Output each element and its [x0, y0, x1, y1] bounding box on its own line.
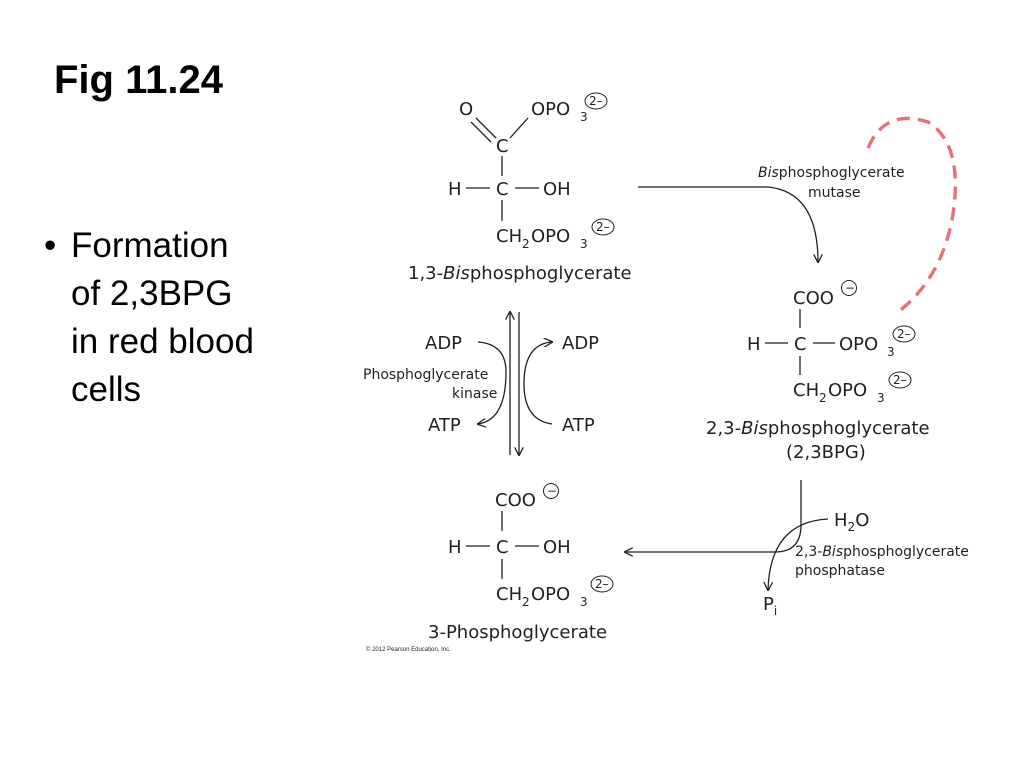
carbon-2: C	[794, 334, 807, 355]
enzyme-phosphatase-line1: 2,3-Bisphosphoglycerate	[795, 544, 969, 560]
phosphate-bottom: OPO	[531, 226, 570, 247]
charge-circle	[841, 280, 857, 296]
carbon-2: C	[496, 537, 509, 558]
hydrogen: H	[747, 334, 761, 355]
svg-text:Bisphosphoglycerate: Bisphosphoglycerate	[758, 165, 905, 181]
bond-c1-phosphate	[509, 117, 529, 139]
phosphate-bottom-sub: 3	[580, 237, 588, 251]
ch2-label: CH	[496, 584, 522, 605]
carbon-1: C	[496, 136, 509, 157]
svg-text:mutase: mutase	[808, 185, 861, 201]
enzyme-kinase-line2: kinase	[452, 386, 497, 402]
charge-label: 2–	[589, 94, 603, 108]
charge-circle	[590, 575, 614, 593]
right-cofactor-curve	[523, 342, 552, 425]
charge-label: 2–	[893, 373, 907, 387]
left-cofactor-curve	[478, 341, 507, 424]
bullet-line-3: in red blood	[71, 322, 254, 361]
inhibition-dashed-arrow	[866, 116, 958, 314]
copyright-notice: © 2012 Pearson Education, Inc.	[366, 647, 451, 653]
phosphatase-reaction: H2O Pi 2,3-Bisphosphoglycerate phosphata…	[625, 480, 969, 618]
slide-title: Fig 11.24	[54, 58, 223, 102]
phosphatase-arrow	[625, 480, 802, 552]
phosphate-top-sub: 3	[580, 110, 588, 124]
enzyme-kinase-line1: Phosphoglycerate	[363, 367, 488, 383]
bullet-line-2: of 2,3BPG	[71, 274, 233, 313]
charge-circle	[892, 325, 916, 343]
phosphate-top: OPO	[531, 99, 570, 120]
hydroxyl: OH	[543, 179, 571, 200]
atp-right: ATP	[562, 415, 595, 436]
carboxylate: COO	[793, 288, 834, 309]
compound-name: 3-Phosphoglycerate	[428, 622, 607, 643]
water-phosphate-curve	[768, 518, 829, 590]
charge-circle	[888, 371, 912, 389]
double-bond-b	[470, 121, 492, 143]
charge-label: 2–	[596, 220, 610, 234]
phosphate-mid: OPO	[839, 334, 878, 355]
charge-label: 2–	[897, 327, 911, 341]
carboxylate: COO	[495, 490, 536, 511]
atp-left: ATP	[428, 415, 461, 436]
hydrogen: H	[448, 537, 462, 558]
charge-circle	[584, 92, 608, 110]
compound-name: 1,3-Bisphosphoglycerate	[408, 263, 632, 284]
charge-circle	[543, 483, 559, 499]
ch2-sub: 2	[522, 595, 530, 609]
phosphate-bottom: OPO	[828, 380, 867, 401]
bullet-line-1: Formation	[71, 226, 229, 265]
compound-abbrev: (2,3BPG)	[786, 442, 866, 463]
bullet-line-4: cells	[71, 370, 142, 409]
phosphate-bottom-sub: 3	[580, 595, 588, 609]
enzyme-phosphatase-line2: phosphatase	[795, 563, 885, 579]
adp-right: ADP	[562, 333, 599, 354]
ch2-sub: 2	[819, 391, 827, 405]
compound-name: 2,3-Bisphosphoglycerate	[706, 418, 930, 439]
phosphate-bottom: OPO	[531, 584, 570, 605]
charge-label: 2–	[595, 577, 609, 591]
bullet-symbol: •	[44, 226, 57, 265]
compound-3-phosphoglycerate: COO − H C OH CH 2 OPO 3 2– 3-Phosphoglyc…	[428, 483, 614, 643]
phosphate-bottom-sub: 3	[877, 391, 885, 405]
mutase-arrow	[638, 186, 818, 262]
kinase-reaction: ADP ADP ATP ATP Phosphoglycerate kinase	[363, 312, 599, 455]
enzyme-mutase-label: Bisphosphoglycerate mutase	[758, 165, 905, 201]
double-bond-a	[475, 117, 497, 139]
carbonyl-oxygen: O	[459, 99, 473, 120]
bullet-item: • Formation of 2,3BPG in red blood cells	[44, 222, 304, 414]
charge-label: −	[845, 281, 855, 295]
phosphate-mid-sub: 3	[887, 345, 895, 359]
charge-label: −	[547, 484, 557, 498]
compound-1-3-bisphosphoglycerate: O OPO 3 2– C H C OH CH 2 OPO 3 2– 1,3-Bi…	[408, 92, 632, 284]
carbon-2: C	[496, 179, 509, 200]
water-label: H2O	[834, 510, 869, 534]
compound-2-3-bisphosphoglycerate: COO − H C OPO 3 2– CH 2 OPO 3 2– 2,3-Bis…	[706, 280, 930, 463]
charge-circle	[591, 218, 615, 236]
adp-left: ADP	[425, 333, 462, 354]
hydroxyl: OH	[543, 537, 571, 558]
ch2-label: CH	[496, 226, 522, 247]
phosphate-pi-label: Pi	[763, 594, 777, 618]
ch2-label: CH	[793, 380, 819, 401]
ch2-sub: 2	[522, 237, 530, 251]
hydrogen: H	[448, 179, 462, 200]
bullet-list: • Formation of 2,3BPG in red blood cells	[44, 222, 304, 414]
